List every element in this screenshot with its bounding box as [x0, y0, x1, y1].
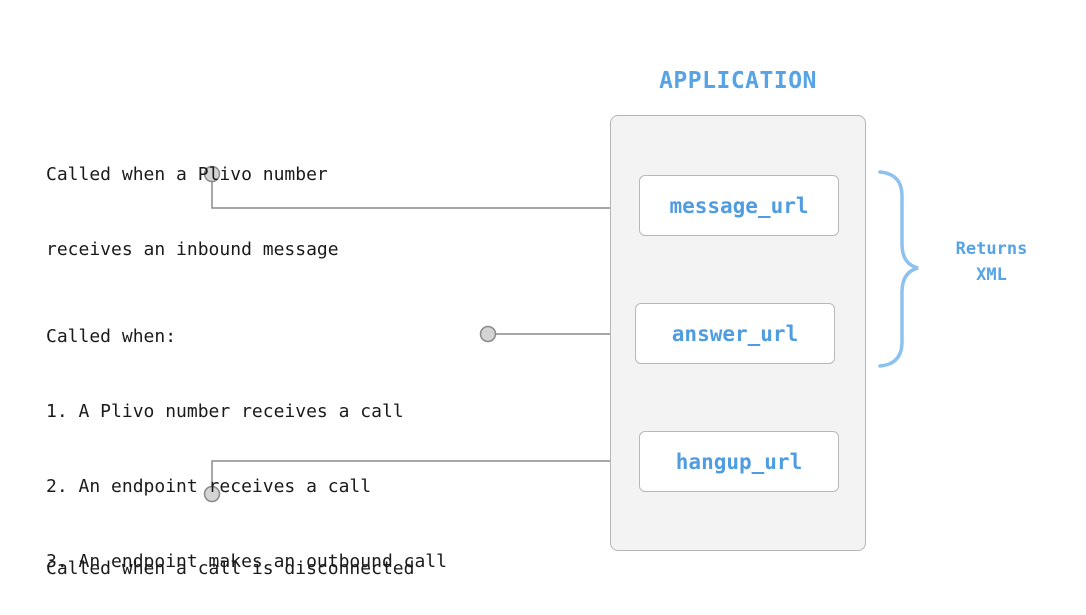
- message-connector-node: [203, 165, 221, 183]
- message-url-box: message_url: [639, 175, 839, 236]
- hangup-description: Called when a call is disconnected: [46, 506, 414, 606]
- message-description: Called when a Plivo number receives an i…: [46, 112, 339, 287]
- answer-description-line: 1. A Plivo number receives a call: [46, 401, 404, 422]
- hangup-connector-line: [211, 460, 640, 490]
- hangup-description-line: Called when a call is disconnected: [46, 558, 415, 579]
- message-description-line: receives an inbound message: [46, 239, 339, 260]
- message-url-label: message_url: [669, 193, 809, 218]
- hangup-connector-node: [203, 485, 221, 503]
- returns-label-line2: XML: [976, 265, 1007, 285]
- answer-description-line: Called when:: [46, 326, 177, 347]
- answer-description: Called when: 1. A Plivo number receives …: [46, 274, 447, 599]
- answer-url-label: answer_url: [671, 321, 799, 346]
- application-title: APPLICATION: [659, 68, 817, 94]
- answer-connector-node: [479, 325, 497, 343]
- hangup-url-box: hangup_url: [639, 431, 839, 492]
- answer-url-box: answer_url: [635, 303, 835, 364]
- message-description-line: Called when a Plivo number: [46, 164, 328, 185]
- answer-description-line: 2. An endpoint receives a call: [46, 476, 372, 497]
- returns-label-line1: Returns: [955, 239, 1028, 259]
- returns-brace: [878, 170, 919, 368]
- answer-description-line: 3. An endpoint makes an outbound call: [46, 551, 447, 572]
- message-connector-line: [211, 176, 640, 209]
- returns-xml-label: Returns XML: [934, 236, 1049, 288]
- hangup-url-label: hangup_url: [675, 449, 803, 474]
